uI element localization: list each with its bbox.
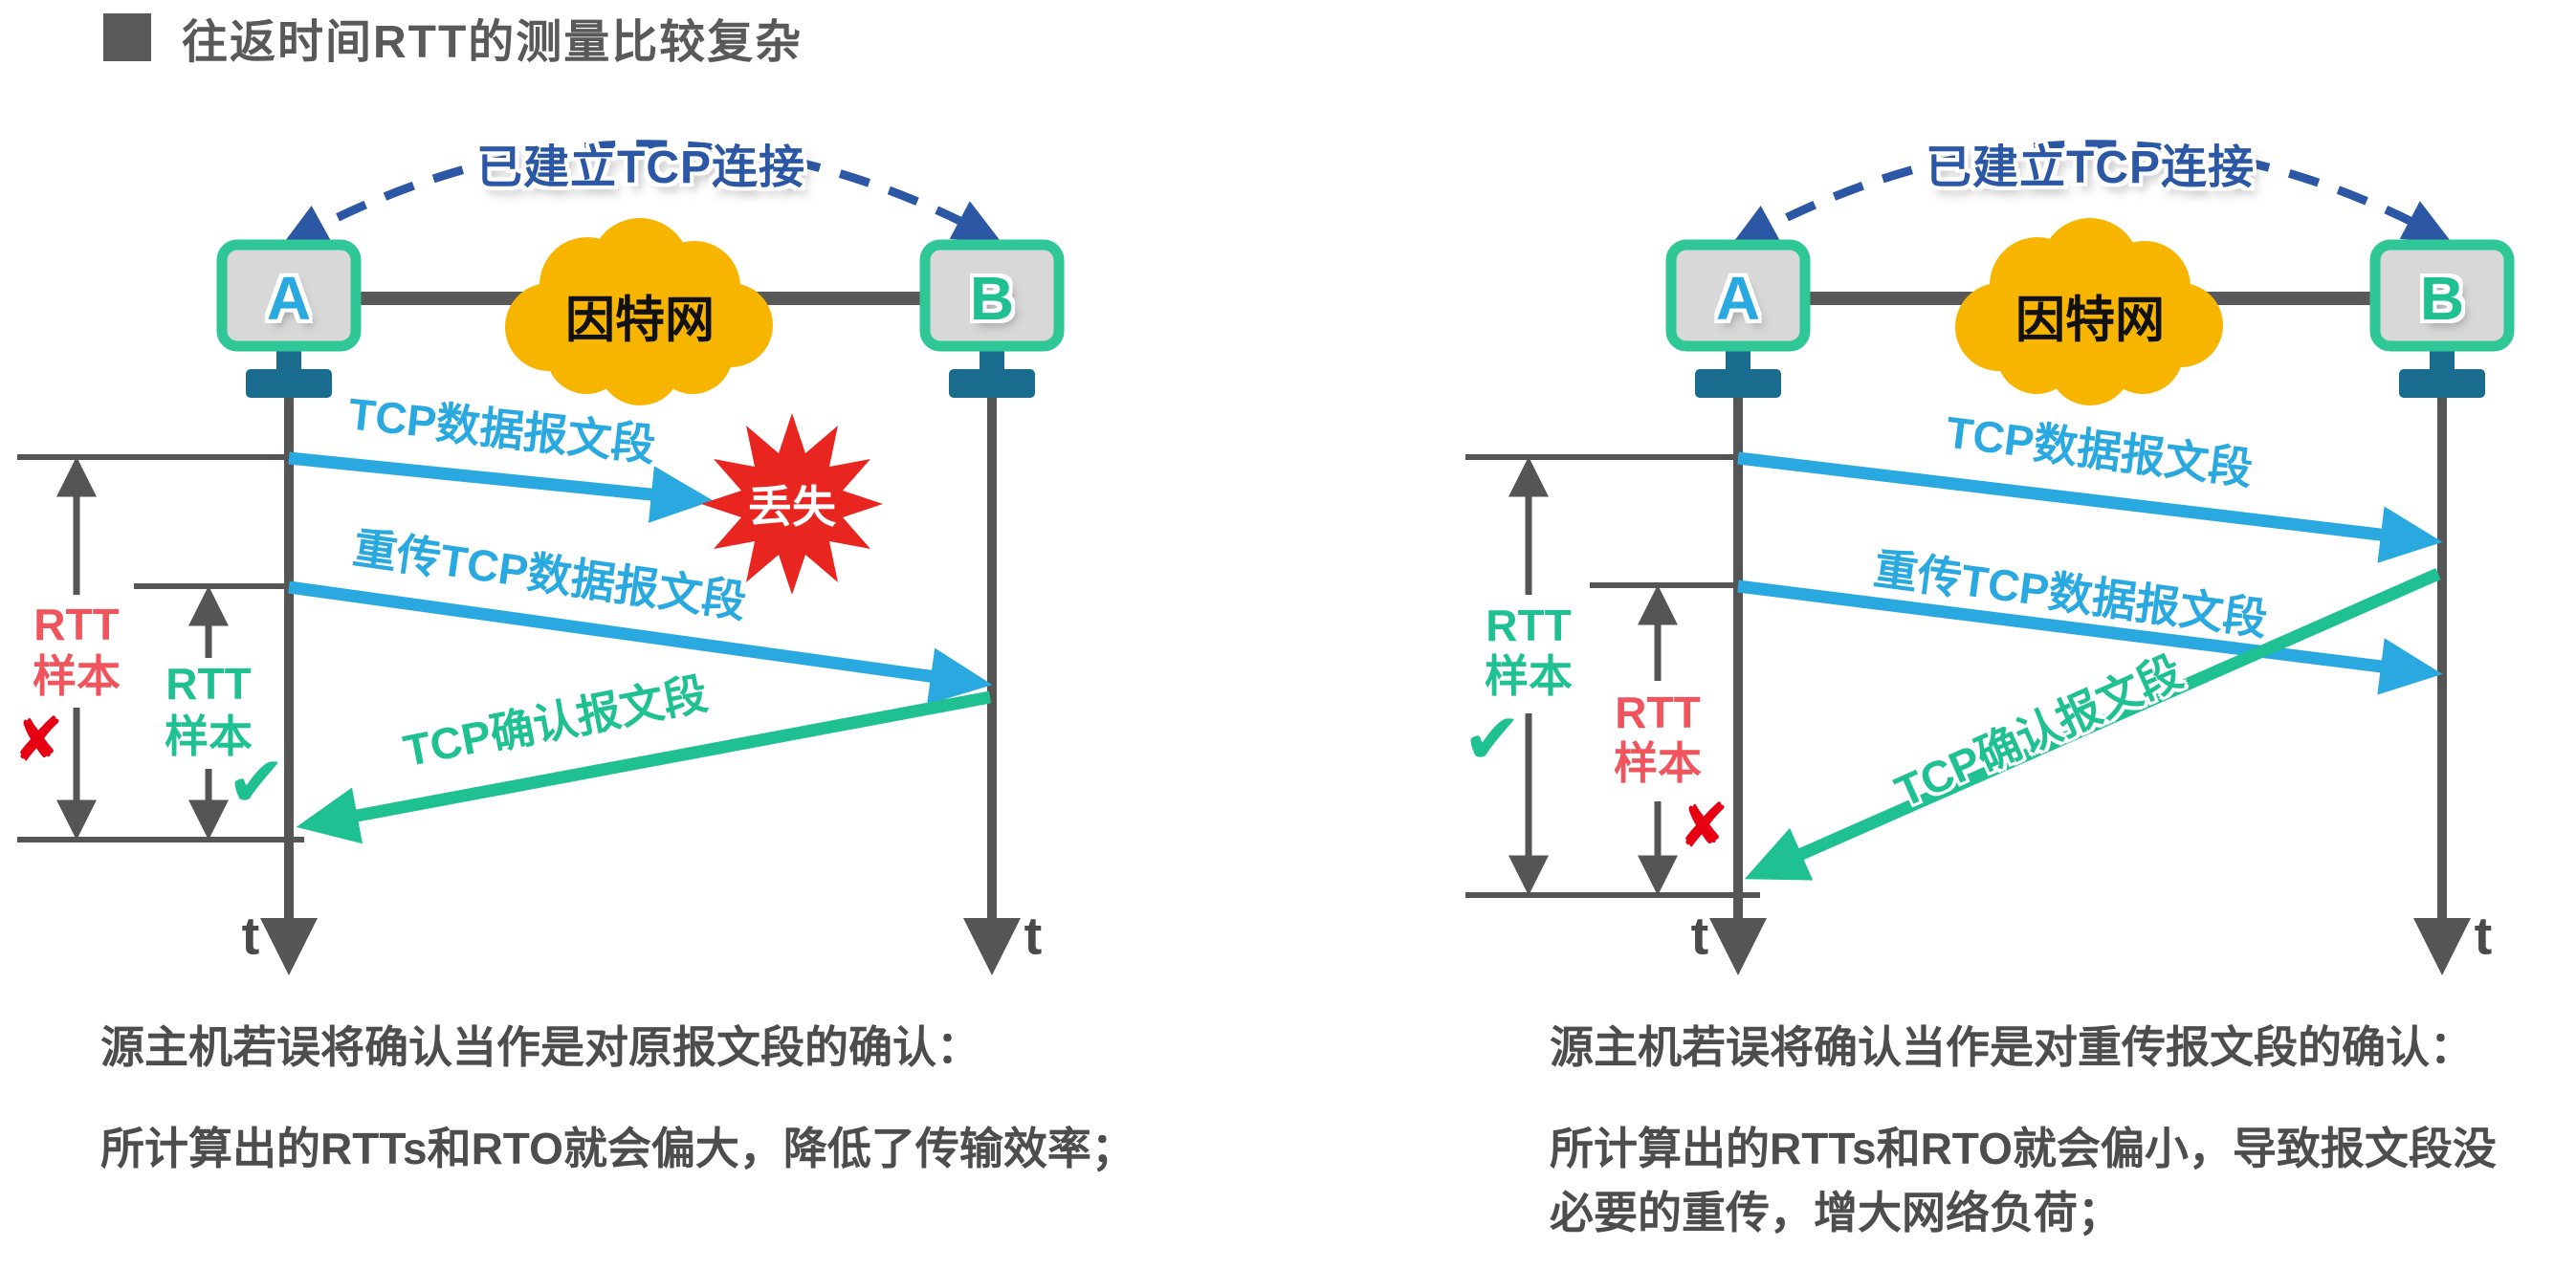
cloud-label: 因特网: [2015, 293, 2166, 349]
host-b-letter: B: [2419, 264, 2465, 333]
lost-burst: [701, 413, 883, 595]
left-diagram: [17, 140, 1065, 975]
title-bullet: [103, 13, 151, 61]
retransmit-segment-arrow: [288, 580, 993, 705]
retransmit-segment-arrow: [1737, 580, 2443, 695]
lost-label: 丢失: [748, 482, 836, 532]
tcp-connection-arc: [1729, 140, 2452, 248]
rtt-sample-valid-line2: 样本: [1485, 651, 1573, 701]
host-b-letter: B: [969, 264, 1015, 333]
cross-mark-icon: ✘: [12, 705, 64, 775]
host-a-letter: A: [1715, 264, 1761, 333]
time-axis-label-a: t: [241, 905, 260, 966]
rtt-sample-valid-line1: RTT: [1486, 601, 1572, 650]
time-axis-label-b: t: [2474, 905, 2493, 966]
cross-mark-icon: ✘: [1678, 791, 1729, 861]
rtt-sample-valid-line2: 样本: [165, 711, 253, 761]
connection-label: 已建立TCP连接: [475, 142, 806, 193]
time-axis-label-a: t: [1690, 905, 1709, 966]
rtt-sample-valid-line1: RTT: [165, 659, 252, 709]
ack-segment-arrow: [1744, 568, 2441, 881]
cloud-label: 因特网: [564, 293, 716, 349]
connection-label: 已建立TCP连接: [1925, 142, 2256, 193]
check-mark-icon: ✔: [226, 742, 287, 821]
tcp-connection-arc: [280, 140, 1002, 248]
tcp-segment-arrow: [288, 451, 714, 523]
left-caption-line1: 源主机若误将确认当作是对原报文段的确认：: [100, 1022, 980, 1072]
page-title: 往返时间RTT的测量比较复杂: [182, 17, 804, 68]
host-a-letter: A: [266, 264, 312, 333]
right-diagram: [1465, 140, 2515, 975]
host-a: [216, 239, 362, 398]
internet-cloud: [505, 218, 773, 405]
host-b: [2369, 239, 2515, 398]
left-caption-line2: 所计算出的RTTs和RTO就会偏大，降低了传输效率；: [100, 1124, 1135, 1173]
internet-cloud: [1955, 218, 2223, 405]
ack-segment-arrow: [296, 690, 992, 844]
host-a: [1665, 239, 1811, 398]
check-mark-icon: ✔: [1462, 699, 1523, 778]
rtt-sample-invalid-line1: RTT: [33, 600, 120, 649]
tcp-segment-arrow: [1737, 451, 2443, 563]
rtt-sample-invalid-line2: 样本: [33, 651, 121, 701]
right-caption-line1: 源主机若误将确认当作是对重传报文段的确认：: [1550, 1022, 2474, 1072]
rtt-sample-invalid-line1: RTT: [1615, 688, 1701, 737]
host-b: [919, 239, 1065, 398]
right-caption-line2: 所计算出的RTTs和RTO就会偏小，导致报文段没必要的重传，增大网络负荷；: [1550, 1124, 2497, 1237]
time-axis-label-b: t: [1024, 905, 1043, 966]
rtt-sample-invalid-line2: 样本: [1614, 738, 1702, 788]
